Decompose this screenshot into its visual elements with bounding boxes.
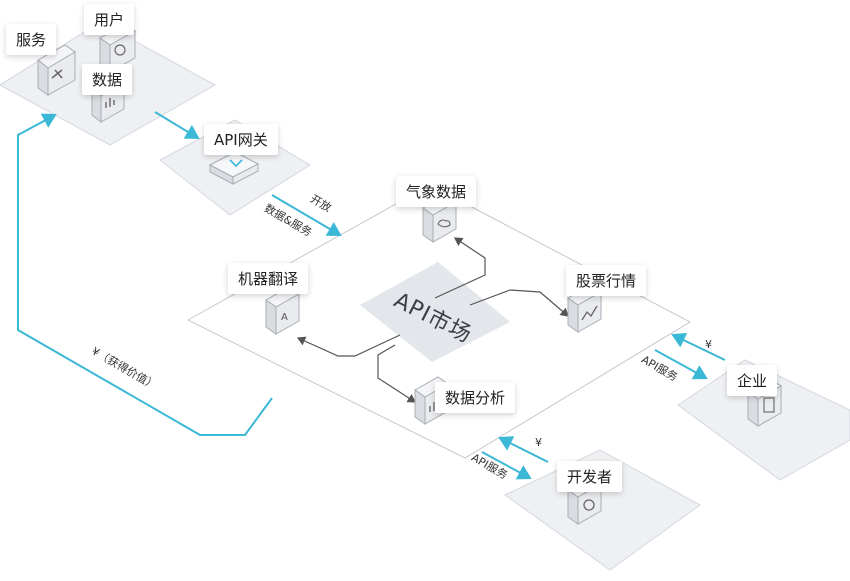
- flow-enterprise-in: [671, 332, 726, 361]
- weather-label: 气象数据: [396, 176, 477, 207]
- flow-developer-in: [498, 436, 549, 463]
- flow-value-loop: [17, 113, 273, 436]
- arrow-to-stock: [469, 289, 569, 317]
- flow-gateway-to-market: [271, 194, 342, 237]
- api-gateway-label: API网关: [204, 124, 278, 155]
- user-label: 用户: [84, 4, 135, 35]
- arrow-to-weather: [434, 237, 486, 299]
- flow-data-to-gateway: [154, 111, 200, 140]
- translation-label: 机器翻译: [228, 263, 309, 294]
- developer-label: 开发者: [557, 461, 623, 492]
- svg-text:A: A: [281, 312, 288, 323]
- service-server-icon: [37, 44, 76, 96]
- gateway-device-icon: [208, 151, 260, 185]
- arrow-to-translation: [296, 334, 401, 357]
- enterprise-label: 企业: [727, 365, 778, 396]
- data-label: 数据: [82, 64, 133, 95]
- arrow-to-analysis: [377, 344, 417, 403]
- analysis-label: 数据分析: [435, 382, 516, 413]
- yen-developer-label: ¥: [535, 436, 542, 449]
- flow-enterprise-out: [654, 349, 708, 380]
- stock-label: 股票行情: [566, 265, 647, 296]
- service-label: 服务: [6, 24, 57, 55]
- yen-enterprise-label: ¥: [705, 338, 712, 351]
- flow-developer-out: [481, 451, 532, 480]
- market-badge: [360, 262, 510, 362]
